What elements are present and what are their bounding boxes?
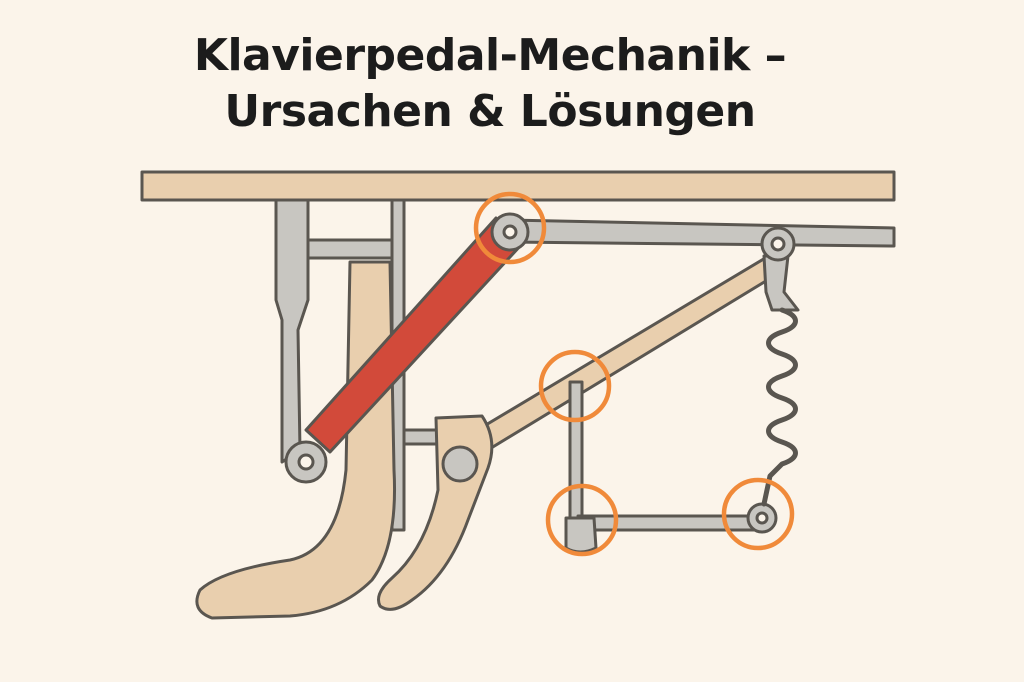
marker-lever-rod-junction <box>538 349 612 423</box>
left-metal-support <box>274 198 310 464</box>
upper-metal-bracket <box>306 238 396 260</box>
left-wooden-pedal <box>195 260 396 620</box>
marker-lower-left-joint <box>545 483 619 557</box>
marker-upper-pivot-joint <box>473 191 547 265</box>
lower-right-joint-pin-icon <box>755 511 769 525</box>
right-pedal-pivot <box>441 445 479 483</box>
title-line-1: Klavierpedal-Mechanik – <box>193 30 787 81</box>
upper-left-pivot-pin-icon <box>502 224 518 240</box>
diagonal-wooden-lever <box>462 252 786 458</box>
page-title: Klavierpedal-Mechanik – Ursachen & Lösun… <box>0 28 980 140</box>
upper-horizontal-bar <box>506 218 896 248</box>
title-line-2: Ursachen & Lösungen <box>224 86 756 137</box>
small-horizontal-connector <box>402 428 440 446</box>
marker-spring-anchor-joint <box>721 477 795 551</box>
spring-hanger <box>762 254 800 312</box>
coil-spring <box>761 307 798 507</box>
left-support-pivot-pin-icon <box>297 453 315 471</box>
bottom-horizontal-rod <box>576 514 766 532</box>
lower-left-joint-block <box>564 516 598 554</box>
upper-right-pivot-pin-icon <box>770 236 786 252</box>
lower-vertical-rod <box>568 380 584 524</box>
